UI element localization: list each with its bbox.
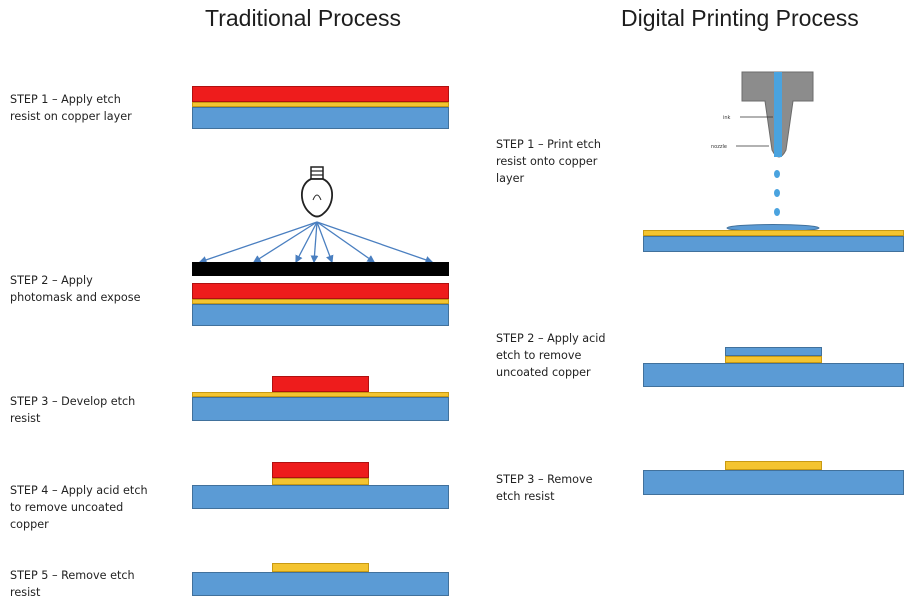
digital-step2-substrate-layer bbox=[643, 363, 904, 387]
step2-copper-layer bbox=[192, 299, 449, 304]
step3-developed-resist bbox=[272, 376, 369, 392]
ink-droplets bbox=[774, 170, 780, 216]
step4-resist bbox=[272, 462, 369, 478]
traditional-process-title: Traditional Process bbox=[205, 5, 402, 31]
digital-step1-copper-layer bbox=[643, 230, 904, 236]
digital-step-3-label: STEP 3 – Remove etch resist bbox=[496, 473, 593, 503]
traditional-step-5-label: STEP 5 – Remove etch resist bbox=[10, 569, 135, 599]
digital-step-1-label: STEP 1 – Print etch resist onto copper l… bbox=[496, 138, 601, 185]
photomask-layer bbox=[192, 262, 449, 276]
digital-step3-copper-trace bbox=[725, 461, 822, 470]
digital-step2-copper-remaining bbox=[725, 356, 822, 363]
print-nozzle-icon bbox=[736, 71, 814, 158]
light-rays bbox=[198, 221, 434, 264]
digital-step1-substrate-layer bbox=[643, 236, 904, 252]
step1-copper-layer bbox=[192, 102, 449, 107]
digital-step3-substrate-layer bbox=[643, 470, 904, 495]
digital-process-title: Digital Printing Process bbox=[621, 5, 859, 31]
step4-substrate-layer bbox=[192, 485, 449, 509]
step5-substrate-layer bbox=[192, 572, 449, 596]
step3-substrate-layer bbox=[192, 397, 449, 421]
traditional-step-1-label: STEP 1 – Apply etch resist on copper lay… bbox=[10, 93, 132, 123]
nozzle-label: nozzle bbox=[711, 144, 727, 150]
traditional-step-3-label: STEP 3 – Develop etch resist bbox=[10, 395, 136, 425]
step1-substrate-layer bbox=[192, 107, 449, 129]
traditional-step-2-label: STEP 2 – Apply photomask and expose bbox=[10, 274, 141, 304]
digital-step-2-label: STEP 2 – Apply acid etch to remove uncoa… bbox=[496, 332, 606, 379]
step5-copper-trace bbox=[272, 563, 369, 572]
step4-copper-remaining bbox=[272, 478, 369, 485]
step2-etch-resist-layer bbox=[192, 283, 449, 299]
step2-substrate-layer bbox=[192, 304, 449, 326]
step3-copper-layer bbox=[192, 392, 449, 397]
digital-step2-printed-resist bbox=[725, 347, 822, 356]
nozzle-ink-label: ink bbox=[723, 115, 731, 121]
light-bulb-icon bbox=[300, 166, 334, 218]
step1-etch-resist-layer bbox=[192, 86, 449, 102]
traditional-step-4-label: STEP 4 – Apply acid etch to remove uncoa… bbox=[10, 484, 148, 531]
